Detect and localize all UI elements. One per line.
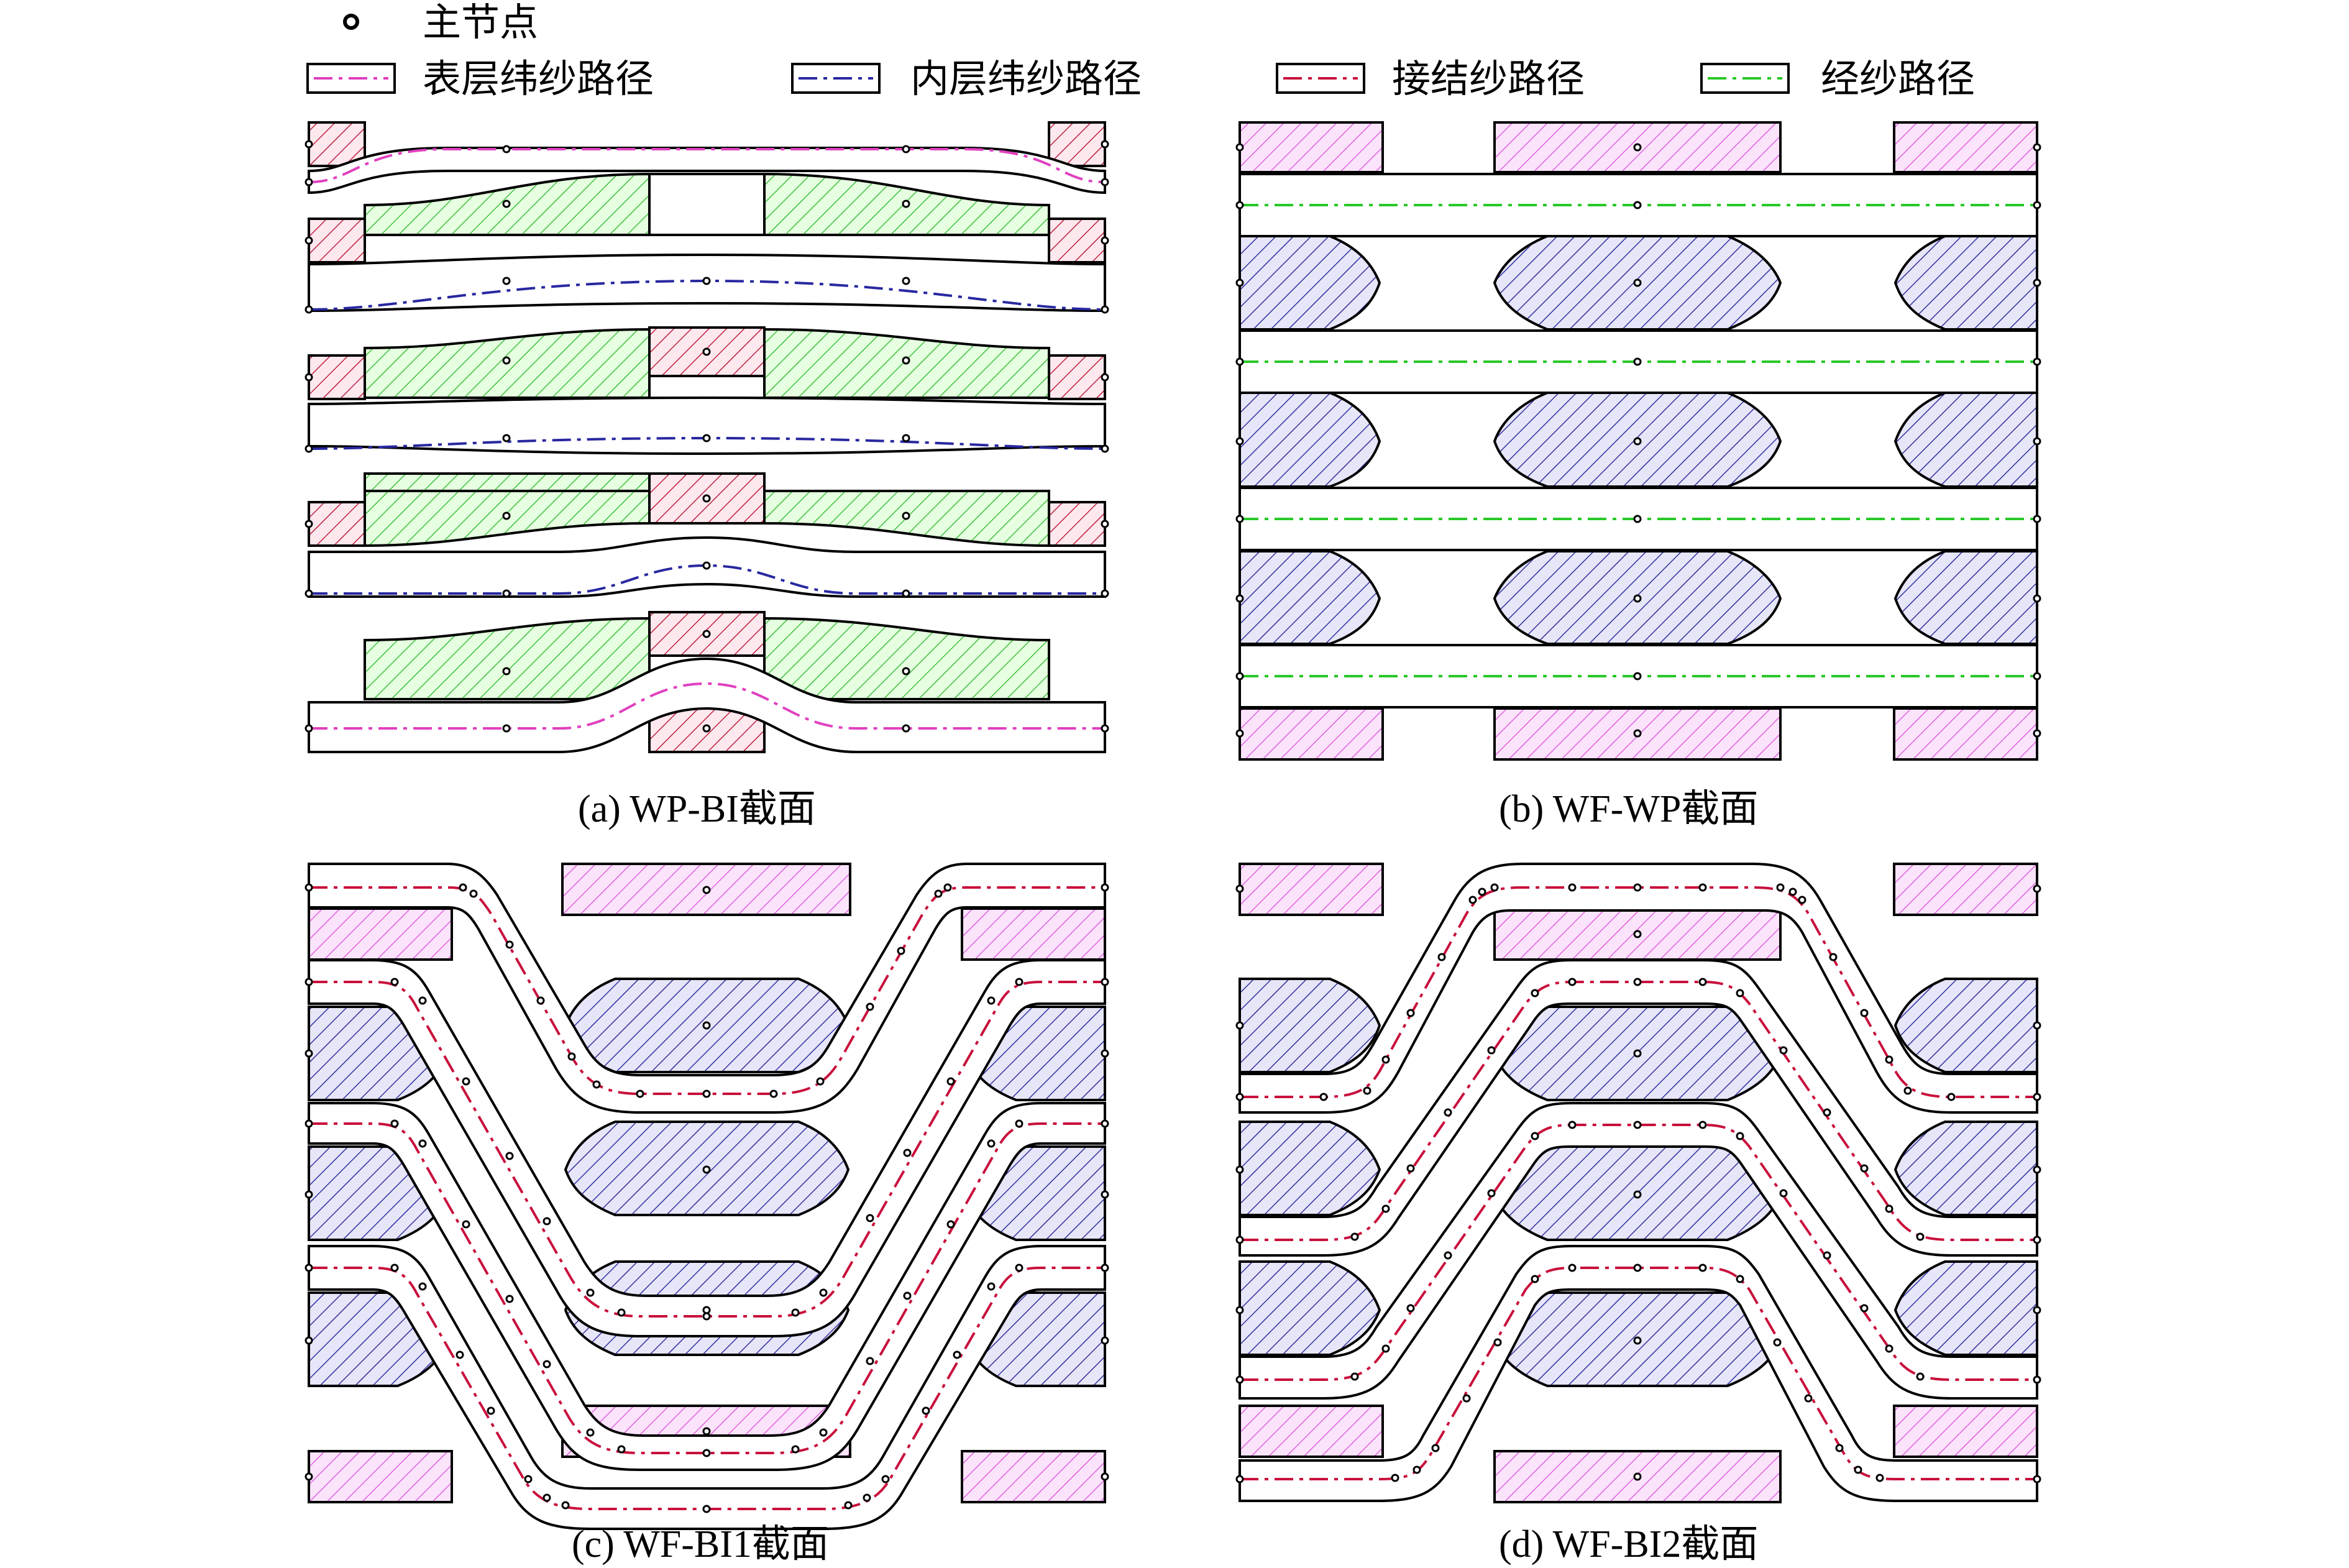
panel-d-nodes <box>1235 883 2041 1483</box>
panel-d-magenta-blocks <box>1239 863 2038 1503</box>
caption-d: (d) WF-BI2截面 <box>1499 1523 1758 1566</box>
panel-a-gap <box>648 173 766 236</box>
caption-c: (c) WF-BI1截面 <box>572 1523 829 1566</box>
panel-b-wf-wp <box>1235 121 2041 761</box>
panel-b-nodes <box>1235 143 2041 738</box>
legend-warp-label: 经纱路径 <box>1821 56 1975 101</box>
panel-a-nodes <box>304 140 1109 733</box>
panel-a-wp-bi <box>304 121 1109 753</box>
legend-inner-weft-label: 内层纬纱路径 <box>910 56 1142 101</box>
node-marker-icon <box>343 14 359 30</box>
panel-a-green-blocks <box>364 172 1050 700</box>
legend: 主节点 表层纬纱路径 内层纬纱路径 接结纱路径 经纱路径 <box>306 0 1975 101</box>
panel-c-binder-bands <box>308 863 1106 1530</box>
panel-c-nodes <box>304 883 1109 1513</box>
caption-a: (a) WP-BI截面 <box>578 788 816 830</box>
panel-d-wf-bi2 <box>1235 863 2041 1503</box>
legend-node-label: 主节点 <box>423 0 538 45</box>
panel-c-wf-bi1 <box>304 863 1109 1530</box>
panel-d-blue-blocks <box>1239 978 2038 1387</box>
legend-surface-weft-label: 表层纬纱路径 <box>423 56 654 101</box>
caption-b: (b) WF-WP截面 <box>1499 788 1758 830</box>
legend-binder-label: 接结纱路径 <box>1392 56 1585 101</box>
